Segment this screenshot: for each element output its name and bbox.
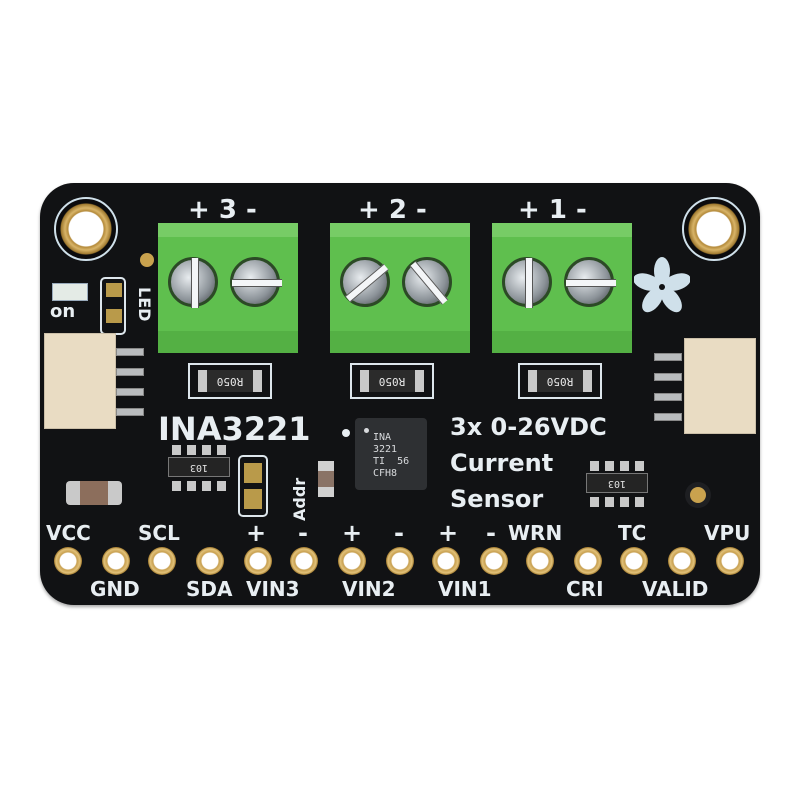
terminal-label-1: + 1 - bbox=[518, 195, 587, 225]
pin-label-vin1: VIN1 bbox=[438, 577, 492, 601]
pin-label-vin1-plus: + bbox=[438, 519, 459, 547]
addr-label: Addr bbox=[290, 477, 309, 521]
shunt-resistor-3: R050 bbox=[188, 363, 272, 399]
screw-icon[interactable] bbox=[230, 257, 282, 307]
stemma-qt-connector-right[interactable] bbox=[684, 338, 756, 434]
pin-label-vin1-minus: - bbox=[486, 519, 496, 547]
on-label: on bbox=[50, 301, 76, 322]
pin-pad-vpu[interactable] bbox=[716, 547, 744, 575]
screw-icon[interactable] bbox=[402, 257, 452, 307]
resistor bbox=[318, 461, 334, 497]
resistor-network-right: 103 bbox=[586, 461, 648, 507]
stemma-qt-connector-left[interactable] bbox=[44, 333, 116, 429]
terminal-block-2[interactable] bbox=[330, 223, 470, 353]
pin-pad-tc[interactable] bbox=[620, 547, 648, 575]
led-label: LED bbox=[135, 287, 154, 322]
pin-label-gnd: GND bbox=[90, 577, 140, 601]
power-led bbox=[52, 283, 88, 301]
pin-label-vin2: VIN2 bbox=[342, 577, 396, 601]
ina3221-chip: INA 3221 TI 56 CFH8 bbox=[355, 418, 427, 490]
address-jumper[interactable] bbox=[238, 455, 268, 517]
pin-pad-vin1-plus[interactable] bbox=[432, 547, 460, 575]
terminal-label-2: + 2 - bbox=[358, 195, 427, 225]
pin-label-vpu: VPU bbox=[704, 521, 751, 545]
led-jumper[interactable] bbox=[100, 277, 126, 335]
pin-pad-vin2-minus[interactable] bbox=[386, 547, 414, 575]
description-line-2: Current bbox=[450, 449, 554, 477]
pin-label-vin3-plus: + bbox=[246, 519, 267, 547]
pin-label-vin2-plus: + bbox=[342, 519, 363, 547]
description-line-3: Sensor bbox=[450, 485, 544, 513]
pin-pad-vin3-plus[interactable] bbox=[244, 547, 272, 575]
capacitor bbox=[66, 481, 122, 505]
pin-label-valid: VALID bbox=[642, 577, 709, 601]
fiducial-pad bbox=[140, 253, 154, 267]
terminal-block-1[interactable] bbox=[492, 223, 632, 353]
pin-label-tc: TC bbox=[618, 521, 647, 545]
adafruit-flower-logo-icon bbox=[634, 257, 690, 313]
pin-pad-scl[interactable] bbox=[148, 547, 176, 575]
pin-label-vin3: VIN3 bbox=[246, 577, 300, 601]
pin-label-wrn: WRN bbox=[508, 521, 563, 545]
screw-icon[interactable] bbox=[168, 257, 218, 308]
pin-pad-gnd[interactable] bbox=[102, 547, 130, 575]
pin-label-vin3-minus: - bbox=[298, 519, 308, 547]
mounting-hole-right bbox=[682, 197, 746, 261]
screw-icon[interactable] bbox=[564, 257, 616, 307]
pin-pad-vin3-minus[interactable] bbox=[290, 547, 318, 575]
pin-label-vin2-minus: - bbox=[394, 519, 404, 547]
pin-pad-vin2-plus[interactable] bbox=[338, 547, 366, 575]
shunt-resistor-2: R050 bbox=[350, 363, 434, 399]
pin-label-vcc: VCC bbox=[46, 521, 91, 545]
pin-label-sda: SDA bbox=[186, 577, 233, 601]
terminal-block-3[interactable] bbox=[158, 223, 298, 353]
mounting-hole-left bbox=[54, 197, 118, 261]
pin-label-cri: CRI bbox=[566, 577, 604, 601]
pin-pad-vcc[interactable] bbox=[54, 547, 82, 575]
pin-pad-cri[interactable] bbox=[574, 547, 602, 575]
shunt-resistor-1: R050 bbox=[518, 363, 602, 399]
pin-pad-wrn[interactable] bbox=[526, 547, 554, 575]
silk-dot bbox=[342, 429, 350, 437]
pin-pad-vin1-minus[interactable] bbox=[480, 547, 508, 575]
test-pad bbox=[690, 487, 706, 503]
description-line-1: 3x 0-26VDC bbox=[450, 413, 607, 441]
board-title: INA3221 bbox=[158, 410, 311, 448]
screw-icon[interactable] bbox=[340, 257, 390, 307]
resistor-network-left: 103 bbox=[168, 445, 230, 491]
pin-label-scl: SCL bbox=[138, 521, 180, 545]
terminal-label-3: + 3 - bbox=[188, 195, 257, 225]
pin-pad-sda[interactable] bbox=[196, 547, 224, 575]
ina3221-breakout-board: + 3 - + 2 - + 1 - R050 R050 R050 on LED bbox=[40, 183, 760, 605]
screw-icon[interactable] bbox=[502, 257, 552, 308]
pin-pad-valid[interactable] bbox=[668, 547, 696, 575]
